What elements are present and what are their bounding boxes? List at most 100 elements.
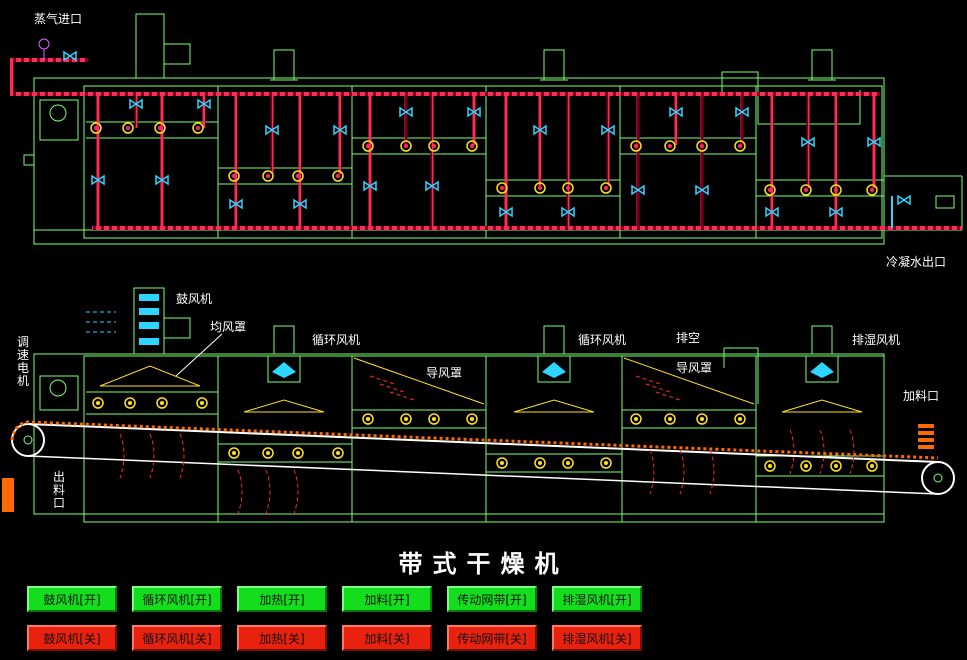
steam-inlet-pipe [10, 58, 88, 88]
speed-motor-wheel [49, 379, 67, 397]
belt-on-button[interactable]: 传动网带[开] [447, 586, 537, 612]
dehumid-on-button[interactable]: 排湿风机[开] [552, 586, 642, 612]
belt-drive-hub [23, 435, 33, 445]
valve-icon [499, 206, 513, 218]
heater-core [266, 174, 270, 178]
feed-on-button[interactable]: 加料[开] [342, 586, 432, 612]
fans [267, 325, 839, 383]
heaters [90, 122, 878, 196]
heater-coil [562, 182, 574, 194]
heater-coil [696, 413, 708, 425]
feed-off-button[interactable]: 加料[关] [342, 625, 432, 651]
heater-core [538, 186, 542, 190]
top-blower-motor [163, 43, 191, 65]
heater-core [634, 417, 638, 421]
heater-coil [664, 413, 676, 425]
heater-core [738, 144, 742, 148]
heater-core [160, 401, 164, 405]
heater-core [196, 126, 200, 130]
feed-stripe [918, 431, 934, 435]
heater-core [126, 126, 130, 130]
hot-air-flow [86, 311, 855, 515]
exhaust-duct [723, 347, 759, 404]
valve-icon [467, 106, 481, 118]
heater-core [700, 417, 704, 421]
heater-core [834, 188, 838, 192]
heater-coil [466, 413, 478, 425]
heater-core [768, 464, 772, 468]
heater-coil [664, 140, 676, 152]
heater-core [834, 464, 838, 468]
circ-fan-off-button[interactable]: 循环风机[关] [132, 625, 222, 651]
circ-fan-box [267, 355, 301, 383]
heater-coil [562, 457, 574, 469]
valve-icon [695, 184, 709, 196]
guide-air-line [645, 383, 671, 393]
valve-icon [229, 198, 243, 210]
valve-icon [425, 180, 439, 192]
heater-coil [800, 460, 812, 472]
top-inner-frame [83, 85, 883, 239]
valve-icon [669, 106, 683, 118]
heater-coil [196, 397, 208, 409]
top-dryer-frame [23, 13, 963, 245]
feed-stripe [918, 445, 934, 449]
heater-core [538, 461, 542, 465]
valve-icon [265, 124, 279, 136]
heater-coil [292, 447, 304, 459]
heater-coil [600, 457, 612, 469]
valve-icon [561, 206, 575, 218]
hot-air-arc [849, 429, 855, 475]
heater-core [296, 451, 300, 455]
valve-icon [867, 136, 881, 148]
heater-core [470, 144, 474, 148]
heater-core [566, 186, 570, 190]
valve-icon [735, 106, 749, 118]
hot-air-arc [709, 449, 715, 495]
bottom-inner-frame [83, 355, 885, 523]
heater-core [232, 451, 236, 455]
valve-icon [601, 124, 615, 136]
guide-hood-label-2: 导风罩 [676, 361, 713, 375]
blower-off-button[interactable]: 鼓风机[关] [27, 625, 117, 651]
heater-core [634, 144, 638, 148]
valve-icon [801, 136, 815, 148]
blower-on-button[interactable]: 鼓风机[开] [27, 586, 117, 612]
guide-hood-2 [623, 357, 755, 405]
heater-coil [830, 460, 842, 472]
valves [63, 50, 911, 218]
valve-icon [533, 124, 547, 136]
heater-core [804, 188, 808, 192]
heater-coil [696, 140, 708, 152]
heater-core [366, 417, 370, 421]
belt-tail-roller [921, 461, 955, 495]
feed-stripe [918, 438, 934, 442]
heater-core [700, 144, 704, 148]
heater-coil [866, 460, 878, 472]
dehumid-off-button[interactable]: 排湿风机[关] [552, 625, 642, 651]
heater-coil [600, 182, 612, 194]
heat-on-button[interactable]: 加热[开] [237, 586, 327, 612]
heater-coil [154, 122, 166, 134]
circ-fan-label-2: 循环风机 [578, 333, 627, 347]
guide-air-line [655, 391, 681, 401]
top-left-stub [23, 154, 35, 166]
belt-off-button[interactable]: 传动网带[关] [447, 625, 537, 651]
hot-air-arc [789, 429, 795, 475]
heater-core [158, 126, 162, 130]
heater-core [200, 401, 204, 405]
heater-core [266, 451, 270, 455]
distribution-hood [513, 399, 595, 413]
circ-fan-on-button[interactable]: 循环风机[开] [132, 586, 222, 612]
distribution-hood [243, 399, 325, 413]
circ-fan-box [537, 355, 571, 383]
blower-label: 鼓风机 [176, 292, 213, 306]
top-circ-fan-motor [273, 49, 295, 81]
belt-tail-hub [933, 473, 943, 483]
heater-coil [800, 184, 812, 196]
heater-coil [764, 184, 776, 196]
heater-core [870, 188, 874, 192]
heat-off-button[interactable]: 加热[关] [237, 625, 327, 651]
heater-core [232, 174, 236, 178]
